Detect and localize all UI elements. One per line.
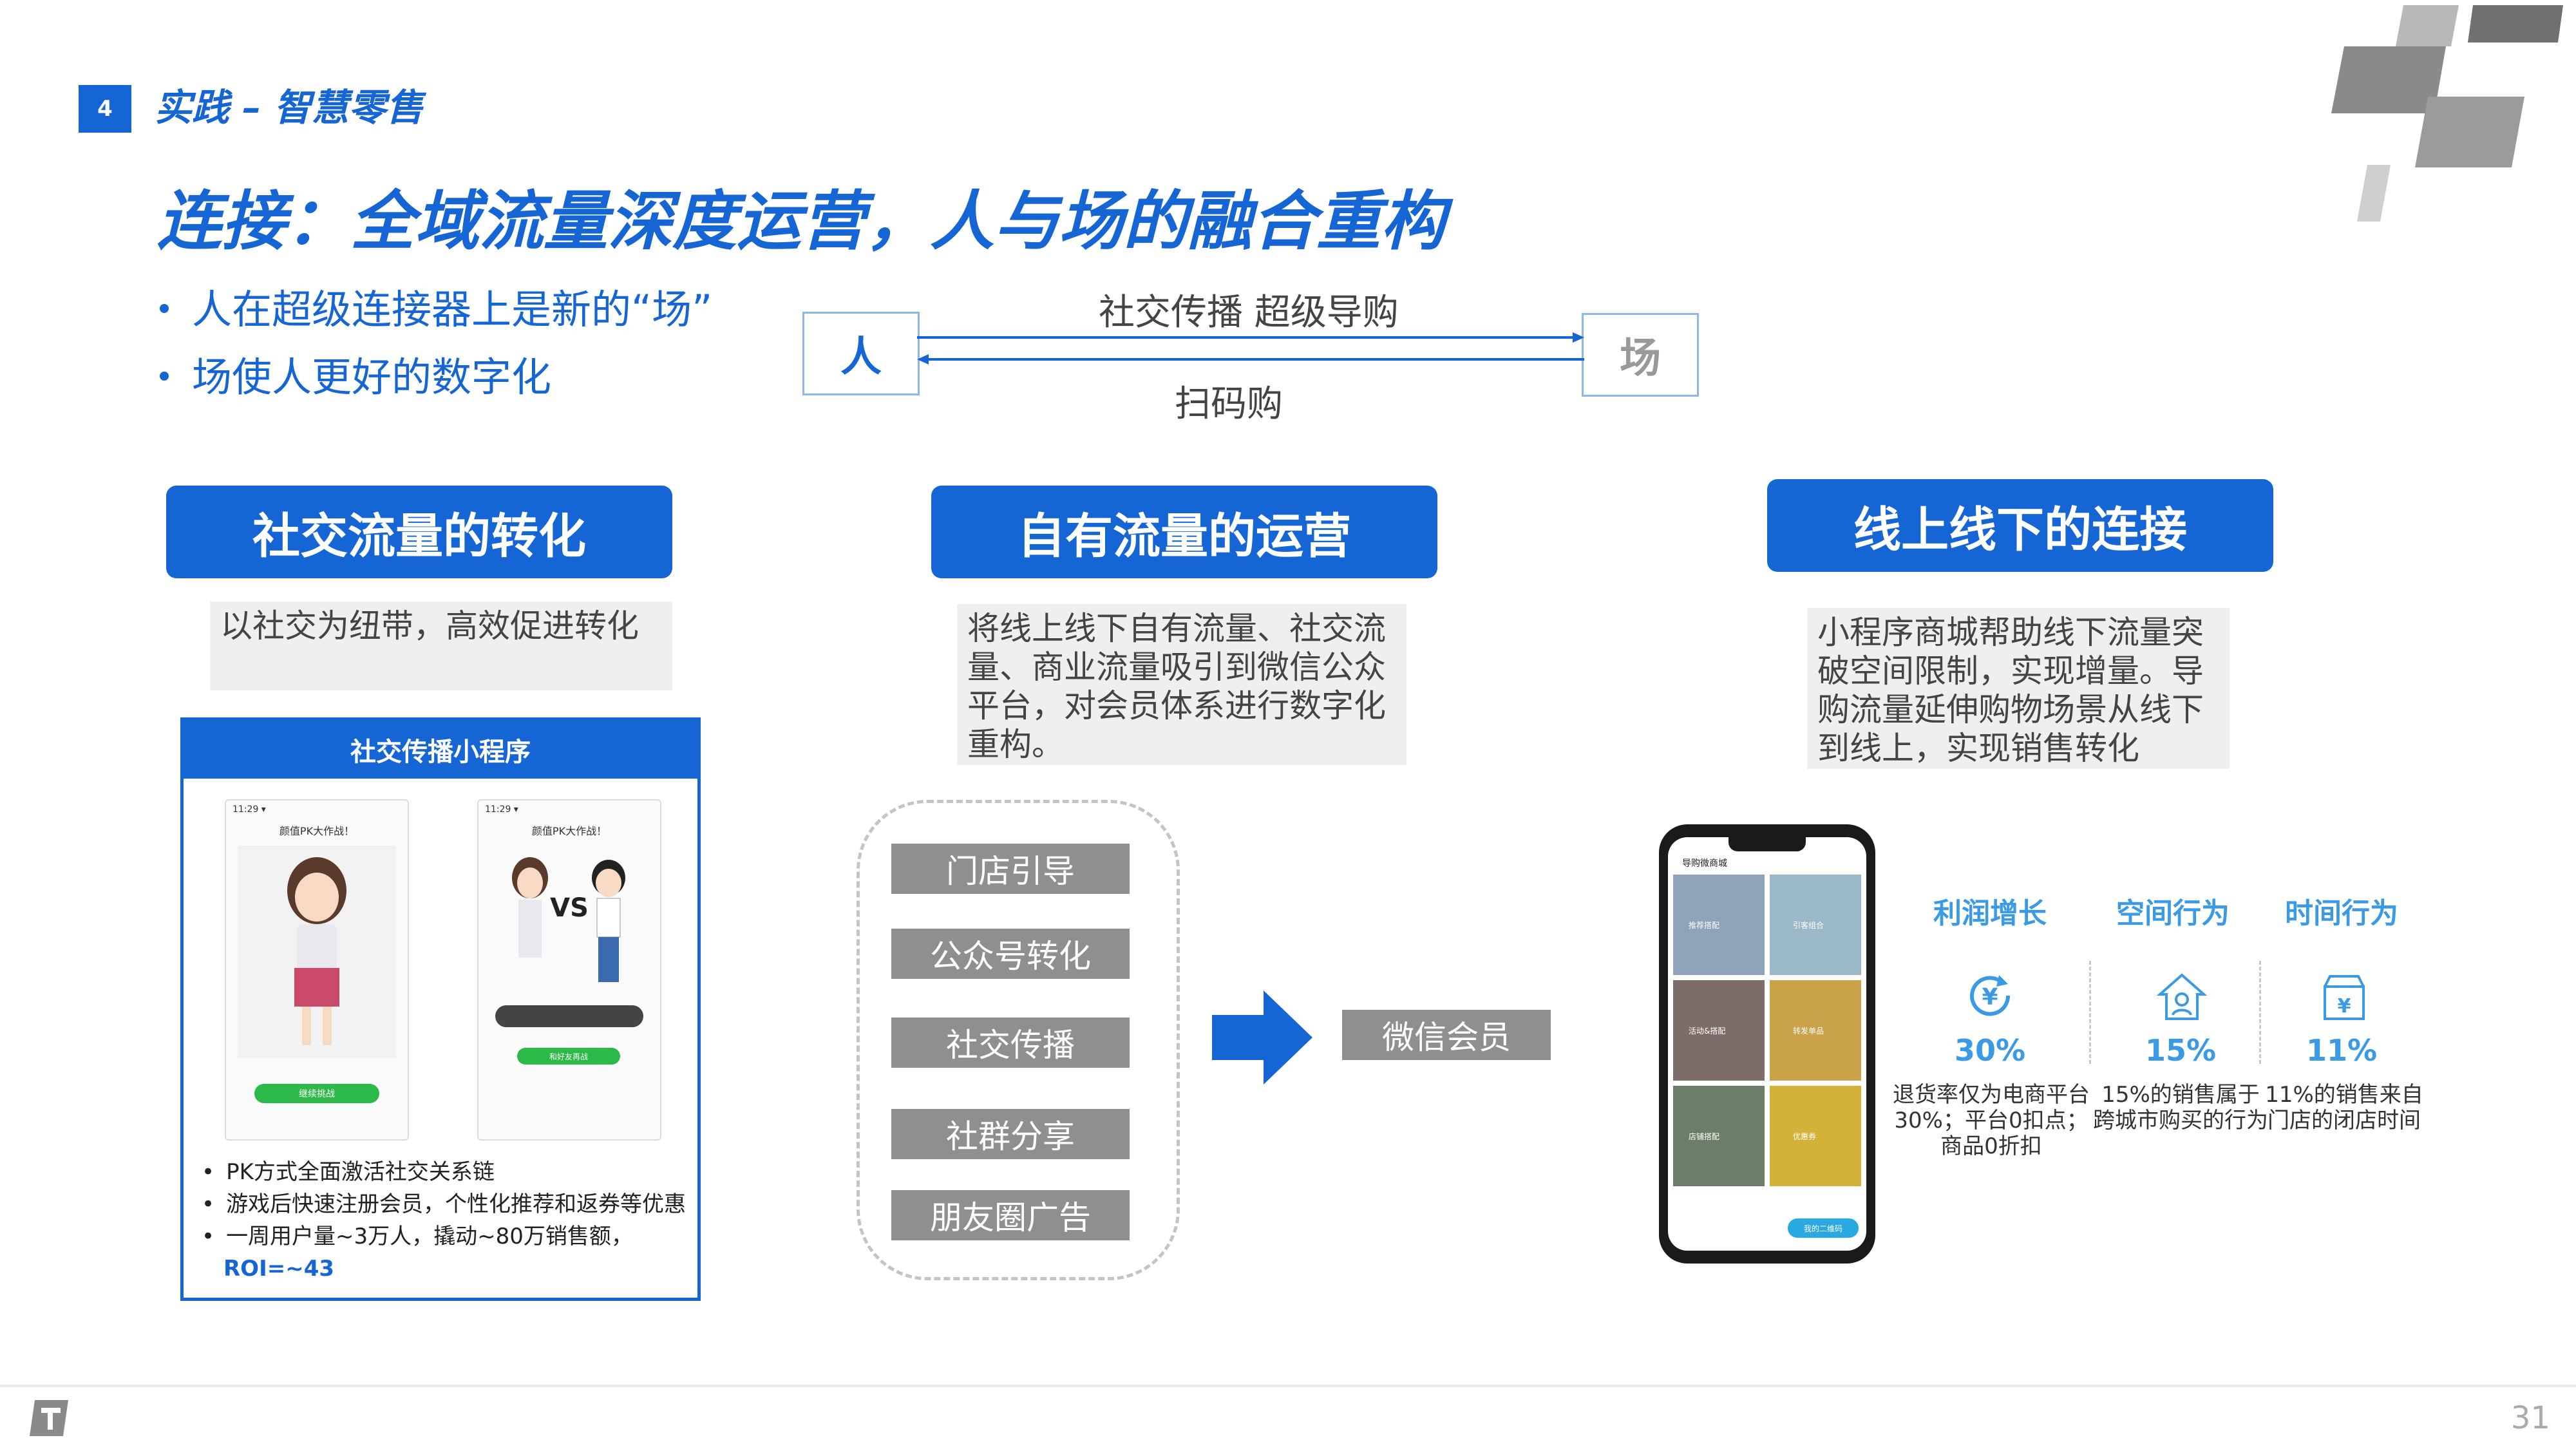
store-header: 导购微商城 bbox=[1682, 858, 1727, 869]
point-item: ROI=~43 bbox=[223, 1256, 335, 1282]
store-tile[interactable]: 引客组合 bbox=[1770, 875, 1861, 975]
stat-desc-profit: 退货率仅为电商平台 30%；平台0扣点； 商品0折扣 bbox=[1893, 1082, 2090, 1159]
mini-program-screen-1: 11:29 ▾ 颜值PK大作战！ 继续挑战 bbox=[225, 799, 409, 1141]
point-item: 一周用户量~3万人，撬动~80万销售额， bbox=[202, 1220, 686, 1253]
home-user-icon bbox=[2156, 973, 2208, 1020]
pk-versus-icon: VS bbox=[512, 857, 625, 982]
channel-social-share: 社交传播 bbox=[891, 1018, 1130, 1068]
svg-text:¥: ¥ bbox=[1982, 984, 1998, 1010]
footer-divider bbox=[0, 1385, 2576, 1387]
stat-desc-space: 15%的销售属于 跨城市购买的行为 bbox=[2093, 1082, 2268, 1133]
channel-group bbox=[857, 800, 1180, 1280]
stat-title-profit: 利润增长 bbox=[1933, 897, 2047, 930]
mini-program-points: PK方式全面激活社交关系链 游戏后快速注册会员，个性化推荐和返券等优惠 一周用户… bbox=[202, 1156, 686, 1285]
stat-value-space: 15% bbox=[2145, 1033, 2217, 1068]
brand-logo-icon bbox=[30, 1400, 68, 1436]
screen-title: 颜值PK大作战！ bbox=[279, 825, 355, 837]
bullet-dot bbox=[160, 371, 169, 381]
svg-text:VS: VS bbox=[550, 893, 589, 923]
channel-moments-ads: 朋友圈广告 bbox=[891, 1190, 1130, 1240]
tile-grid: 推荐搭配 引客组合 活动&搭配 转发单品 店铺搭配 优惠券 bbox=[1673, 875, 1861, 1197]
page-title: 连接：全域流量深度运营，人与场的融合重构 bbox=[157, 184, 1445, 259]
phone-screen: 导购微商城 推荐搭配 引客组合 活动&搭配 转发单品 店铺搭配 优惠券 我的二维… bbox=[1668, 837, 1866, 1251]
column-heading-social: 社交流量的转化 bbox=[166, 486, 672, 578]
phone-notch bbox=[1728, 837, 1806, 851]
yen-refresh-icon: ¥ bbox=[1970, 975, 2011, 1016]
point-item: PK方式全面激活社交关系链 bbox=[202, 1156, 686, 1188]
column-desc-owned: 将线上线下自有流量、社交流量、商业流量吸引到微信公众平台，对会员体系进行数字化重… bbox=[957, 604, 1406, 765]
column-heading-owned: 自有流量的运营 bbox=[931, 486, 1437, 578]
point-item: 游戏后快速注册会员，个性化推荐和返券等优惠 bbox=[202, 1188, 686, 1220]
mini-program-title: 社交传播小程序 bbox=[184, 721, 697, 779]
stat-divider bbox=[2089, 961, 2091, 1064]
corner-decoration bbox=[2331, 5, 2563, 222]
status-bar: 11:29 ▾ bbox=[485, 804, 518, 815]
bullet-dot bbox=[160, 303, 169, 313]
svg-text:¥: ¥ bbox=[2338, 995, 2351, 1018]
page-number: 31 bbox=[2510, 1400, 2550, 1436]
mp-button-continue[interactable]: 继续挑战 bbox=[254, 1084, 379, 1103]
store-tile[interactable]: 优惠券 bbox=[1770, 1086, 1861, 1186]
store-tile[interactable]: 推荐搭配 bbox=[1673, 875, 1765, 975]
bullet-1: 人在超级连接器上是新的“场” bbox=[160, 277, 712, 335]
store-tile[interactable]: 活动&搭配 bbox=[1673, 980, 1765, 1081]
qr-code-button[interactable]: 我的二维码 bbox=[1788, 1218, 1859, 1238]
node-scene: 场 bbox=[1582, 313, 1699, 397]
stat-value-profit: 30% bbox=[1954, 1033, 2026, 1068]
section-number-badge: 4 bbox=[79, 85, 131, 133]
bullet-2: 场使人更好的数字化 bbox=[160, 345, 551, 402]
status-bar: 11:29 ▾ bbox=[232, 804, 266, 815]
stat-value-time: 11% bbox=[2306, 1033, 2378, 1068]
column-desc-o2o: 小程序商城帮助线下流量突破空间限制，实现增量。导购流量延伸购物场景从线下到线上，… bbox=[1807, 608, 2230, 769]
yen-shop-icon: ¥ bbox=[2324, 975, 2365, 1020]
stat-title-time: 时间行为 bbox=[2285, 897, 2398, 930]
section-title: 实践 – 智慧零售 bbox=[155, 86, 424, 129]
store-tile[interactable]: 转发单品 bbox=[1770, 980, 1861, 1081]
store-tile[interactable]: 店铺搭配 bbox=[1673, 1086, 1765, 1186]
store-phone-mockup: 导购微商城 推荐搭配 引客组合 活动&搭配 转发单品 店铺搭配 优惠券 我的二维… bbox=[1659, 824, 1875, 1264]
channel-community-share: 社群分享 bbox=[891, 1109, 1130, 1159]
stat-divider bbox=[2259, 961, 2261, 1064]
channel-store-guide: 门店引导 bbox=[891, 844, 1130, 894]
mini-program-screen-2: 11:29 ▾ 颜值PK大作战！ VS 和好友再战 bbox=[477, 799, 661, 1141]
arrow-label-bottom: 扫码购 bbox=[1175, 383, 1283, 425]
column-heading-o2o: 线上线下的连接 bbox=[1767, 479, 2273, 572]
relation-arrows bbox=[917, 332, 1584, 365]
score-bar bbox=[495, 1005, 643, 1027]
mp-button-rematch[interactable]: 和好友再战 bbox=[517, 1048, 620, 1065]
arrow-label-top: 社交传播 超级导购 bbox=[1099, 292, 1399, 334]
target-wechat-member: 微信会员 bbox=[1342, 1010, 1551, 1060]
stat-desc-time: 11%的销售来自 门店的闭店时间 bbox=[2265, 1082, 2423, 1133]
avatar-canvas bbox=[238, 846, 396, 1058]
arrow-right-icon bbox=[1212, 990, 1312, 1084]
node-person: 人 bbox=[802, 312, 920, 395]
mini-program-card: 社交传播小程序 11:29 ▾ 颜值PK大作战！ 继续挑战 11:29 ▾ 颜值… bbox=[180, 717, 701, 1301]
column-desc-social: 以社交为纽带，高效促进转化 bbox=[210, 601, 672, 690]
cartoon-girl-icon bbox=[287, 857, 346, 1045]
screen-title: 颜值PK大作战！ bbox=[531, 825, 607, 837]
stat-title-space: 空间行为 bbox=[2116, 897, 2230, 930]
channel-official-account: 公众号转化 bbox=[891, 929, 1130, 979]
